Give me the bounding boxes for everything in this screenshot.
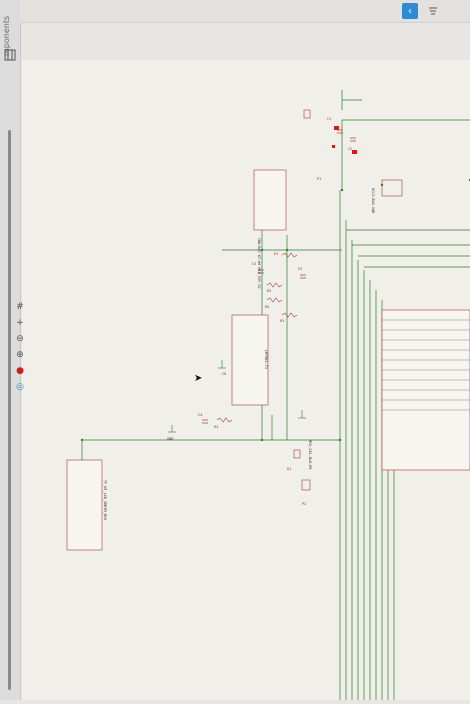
label-c1: C1 [327,117,331,121]
label-tp-led: TP_NT_LED_SM6TM_MCU [103,480,107,520]
label-gnd: GND [167,437,173,441]
label-c3: C3 [252,262,256,266]
stop-icon[interactable]: ● [16,366,24,376]
label-c6: C6 [222,372,226,376]
chevron-icon[interactable]: ‹ [402,3,418,19]
label-c2: C2 [348,147,352,151]
info-icon[interactable]: ◎ [16,382,24,392]
label-r3: R3 [280,319,284,323]
label-p1: P1 [317,177,321,181]
zoom-in-icon[interactable]: ⊕ [16,350,24,360]
hash-icon[interactable]: # [16,302,24,312]
label-s8l: MCU_S8L-BLK-M3 [308,440,312,470]
components-sidebar: mponents [0,0,21,700]
label-r4: R4 [214,425,218,429]
vertical-toolbar: # + ⊖ ⊕ ● ◎ [13,300,27,392]
sort-icon[interactable] [426,4,440,18]
label-r2: R2 [267,289,271,293]
plus-icon[interactable]: + [16,318,24,328]
label-r5: R5 [265,305,269,309]
label-p2: P2 [302,502,306,506]
schematic-canvas[interactable]: CNN-BAT-KT-06 MCU_ESP-32 MCU_S8L-BLK-M3 … [22,60,470,700]
label-q1: Q1 [287,467,291,471]
label-lm7805: LM7805-T3 [264,350,268,369]
label-c4: C4 [198,413,202,417]
schematic-svg: CNN-BAT-KT-06 MCU_ESP-32 MCU_S8L-BLK-M3 … [66,90,470,700]
label-ucc: UCC2-BAS-XQB [371,188,375,213]
label-esp32: CNN-BAT-KT-06 MCU_ESP-32 [257,238,261,289]
label-c5: C5 [298,267,302,271]
top-toolbar: ‹ [20,0,470,23]
zoom-out-icon[interactable]: ⊖ [16,334,24,344]
vertical-scrollbar[interactable] [8,130,11,690]
grid-icon[interactable] [3,48,17,62]
cursor-icon: ➤ [194,373,203,384]
label-r1: R1 [274,252,278,256]
